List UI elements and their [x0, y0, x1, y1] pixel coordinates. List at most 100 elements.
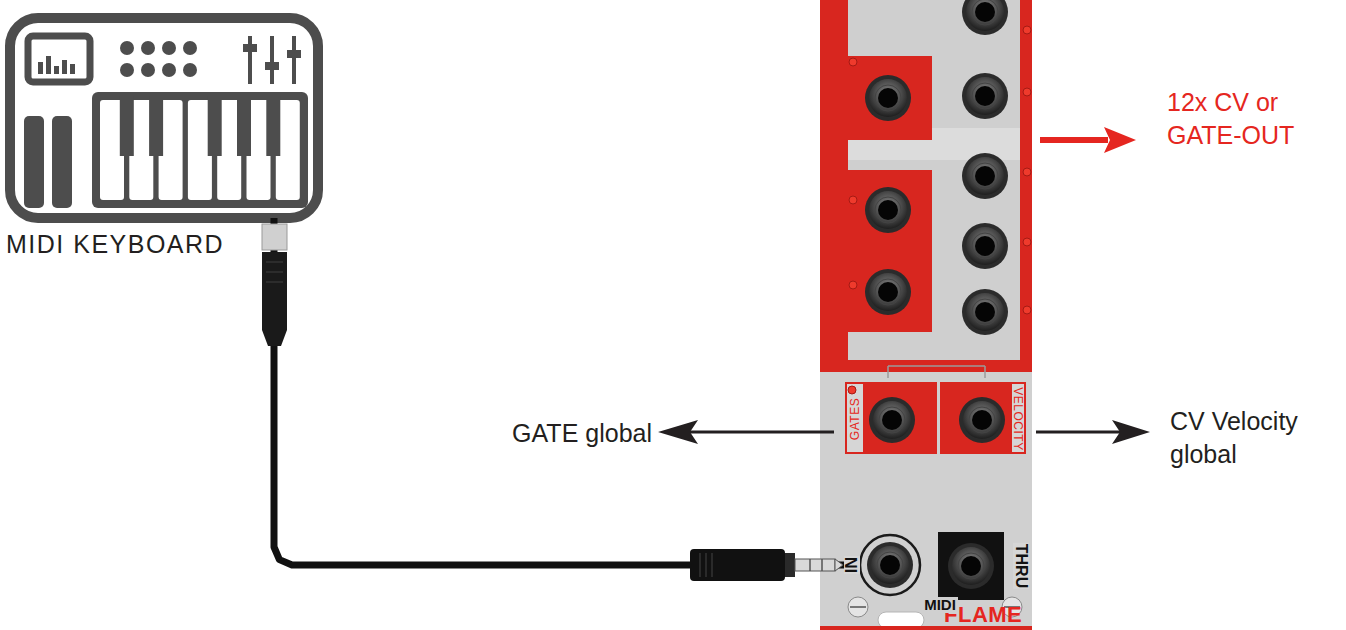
figure-circle: [962, 289, 1008, 335]
figure-line: [292, 36, 296, 84]
figure-rect: [820, 0, 1032, 630]
figure-circle: [871, 546, 909, 584]
figure-circle: [975, 236, 995, 256]
figure-g: [962, 223, 1008, 269]
figure-circle: [869, 191, 907, 229]
figure-circle: [141, 41, 155, 55]
node-text: THRU: [1013, 543, 1029, 589]
node-text: VELOCITY: [1012, 386, 1024, 451]
figure-rect: [70, 64, 75, 74]
figure-circle: [183, 41, 197, 55]
figure-rect: [24, 116, 44, 208]
node-text: MIDI KEYBOARD: [6, 232, 224, 257]
figure-circle: [966, 0, 1004, 31]
figure-circle: [849, 196, 857, 204]
figure-path: [1112, 420, 1150, 444]
figure-circle: [1023, 88, 1031, 96]
node-box: MIDI KEYBOARD: [10, 18, 318, 218]
figure-g: [865, 187, 911, 233]
figure-circle: [1023, 26, 1031, 34]
figure-rect: [848, 170, 932, 252]
figure-line: [1040, 137, 1108, 143]
figure-circle: [958, 553, 984, 579]
figure-rect: [820, 0, 1032, 372]
node-text: IN: [844, 556, 860, 574]
figure-path: [262, 252, 287, 346]
figure-rect: [847, 384, 863, 452]
figure-rect: [46, 56, 51, 74]
figure-rect: [92, 92, 308, 208]
figure-line: [1036, 431, 1120, 434]
figure-circle: [867, 542, 913, 588]
figure-rect: [38, 62, 43, 74]
figure-g: [250, 36, 294, 84]
figure-circle: [972, 163, 998, 189]
figure-rect: [848, 252, 932, 332]
figure-circle: [875, 85, 901, 111]
figure-circle: [962, 153, 1008, 199]
figure-g: [962, 73, 1008, 119]
figure-rect: [52, 116, 72, 208]
figure-rect: [940, 0, 1020, 360]
figure-path: [810, 559, 822, 571]
figure-circle: [878, 200, 898, 220]
figure-circle: [865, 75, 911, 121]
figure-rect: [10, 18, 318, 218]
figure-g: [867, 542, 913, 588]
figure-circle: [966, 227, 1004, 265]
figure-circle: [972, 0, 998, 25]
figure-circle: [860, 535, 920, 595]
figure-rect: [1012, 384, 1024, 452]
figure-path: [266, 262, 283, 282]
figure-rect: [208, 96, 222, 156]
figure-circle: [966, 293, 1004, 331]
figure-circle: [849, 58, 857, 66]
figure-g: [962, 153, 1008, 199]
figure-g: [865, 75, 911, 121]
node-box: THRU: [938, 532, 1030, 600]
figure-g: [848, 26, 1031, 394]
figure-rect: [940, 382, 1026, 454]
figure-g: [848, 597, 868, 617]
figure-rect: [62, 60, 67, 74]
figure-circle: [962, 223, 1008, 269]
figure-path: [1104, 127, 1136, 153]
node-box: FLAMEGATESVELOCITYINTHRU: [820, 0, 1032, 630]
figure-circle: [878, 282, 898, 302]
figure-g: [100, 96, 300, 200]
figure-circle: [120, 41, 134, 55]
figure-circle: [962, 73, 1008, 119]
node-box: VELOCITY: [940, 383, 1026, 455]
figure-line: [690, 431, 834, 434]
figure-rect: [28, 36, 90, 82]
figure-circle: [848, 597, 868, 617]
figure-circle: [966, 77, 1004, 115]
figure-circle: [948, 543, 994, 589]
figure-rect: [848, 56, 932, 140]
figure-circle: [952, 547, 990, 585]
figure-rect: [938, 532, 1004, 600]
figure-circle: [972, 299, 998, 325]
figure-circle: [972, 410, 992, 430]
figure-circle: [882, 410, 902, 430]
figure-g: [24, 44, 308, 208]
figure-g: [120, 41, 197, 77]
figure-circle: [1023, 306, 1031, 314]
figure-g: [959, 397, 1005, 443]
annotation-label: MIDI: [922, 597, 958, 613]
figure-circle: [959, 397, 1005, 443]
figure-rect: [785, 553, 795, 577]
figure-rect: [262, 224, 287, 250]
node-box: IN: [845, 532, 925, 598]
figure-rect: [795, 559, 835, 571]
figure-rect: [878, 612, 924, 628]
figure-circle: [975, 302, 995, 322]
figure-circle: [875, 279, 901, 305]
figure-line: [270, 36, 274, 84]
figure-circle: [975, 86, 995, 106]
figure-rect: [149, 96, 163, 156]
figure-circle: [969, 407, 995, 433]
